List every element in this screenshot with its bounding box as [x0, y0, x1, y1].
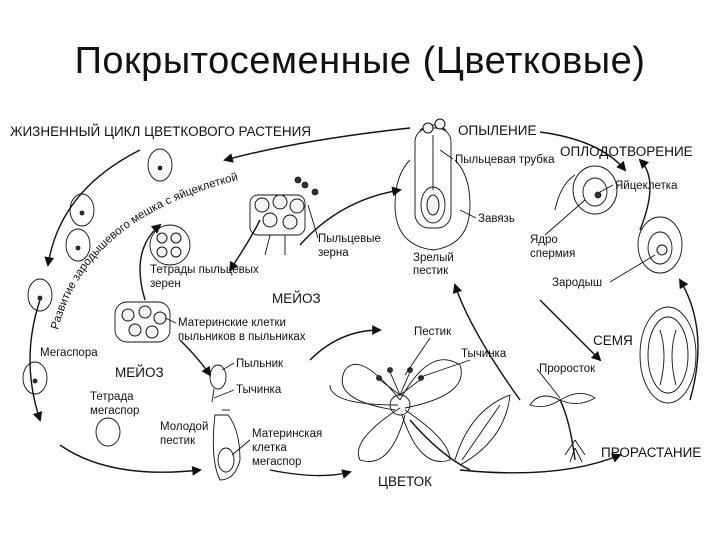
label-fertilization: ОПЛОДОТВОРЕНИЕ — [560, 144, 693, 159]
label-stamen: Тычинка — [236, 384, 282, 396]
fertilization-ovule-drawing — [554, 165, 618, 215]
label-pollen-grains-1: Пыльцевые — [318, 233, 381, 245]
young-pistil-drawing — [212, 409, 241, 481]
label-mother-cells-1: Материнские клетки — [178, 317, 286, 329]
label-megaspore-mother-3: мегаспор — [252, 456, 301, 468]
leader-lines — [164, 149, 656, 456]
label-young-pistil-1: Молодой — [160, 421, 208, 433]
label-stamen-top: Тычинка — [461, 348, 507, 360]
pollen-tetrads-drawing — [149, 224, 191, 266]
label-megaspore: Мегаспора — [40, 347, 98, 359]
label-sperm-nucleus-2: спермия — [530, 248, 575, 260]
embryo-ovule-drawing — [637, 216, 683, 274]
label-pistil: Пестик — [414, 326, 452, 338]
label-germination: ПРОРАСТАНИЕ — [601, 445, 701, 460]
label-pollen-tube: Пыльцевая трубка — [455, 154, 555, 166]
label-mature-pistil-1: Зрелый — [413, 252, 454, 264]
pollen-grains-drawing — [249, 176, 319, 256]
label-mother-cells-2: пыльников в пыльниках — [178, 331, 306, 343]
label-young-pistil-2: пестик — [160, 435, 196, 447]
pollen-mother-cells-drawing — [114, 301, 171, 343]
label-pollen-grains-2: зерна — [318, 247, 349, 259]
embryo-sac-ovules-drawing — [22, 148, 173, 447]
label-pollen-tetrads-2: зерен — [150, 278, 181, 290]
label-tetrad-megaspores-1: Тетрада — [90, 391, 134, 403]
label-seed: СЕМЯ — [593, 333, 633, 348]
sprout-drawing — [529, 393, 596, 463]
label-pollination: ОПЫЛЕНИЕ — [458, 123, 536, 138]
label-anther: Пыльник — [236, 358, 284, 370]
label-meiosis-1: МЕЙОЗ — [272, 291, 321, 306]
flower-drawing — [329, 359, 511, 471]
label-ovary: Завязь — [478, 213, 515, 225]
label-flower: ЦВЕТОК — [378, 474, 432, 489]
label-egg-cell: Яйцеклетка — [615, 180, 678, 192]
anther-drawing — [209, 364, 227, 403]
label-megaspore-mother-2: клетка — [252, 442, 287, 454]
cycle-heading: ЖИЗНЕННЫЙ ЦИКЛ ЦВЕТКОВОГО РАСТЕНИЯ — [10, 124, 311, 139]
label-embryo: Зародыш — [552, 277, 602, 289]
slide-title: Покрытосеменные (Цветковые) — [74, 40, 646, 82]
diagram-labels: ЖИЗНЕННЫЙ ЦИКЛ ЦВЕТКОВОГО РАСТЕНИЯ ОПЫЛЕ… — [10, 123, 701, 489]
label-mature-pistil-2: пестик — [413, 265, 449, 277]
seed-drawing — [639, 306, 697, 404]
cycle-arrows — [29, 127, 699, 479]
label-tetrad-megaspores-2: мегаспор — [90, 405, 139, 417]
label-megaspore-mother-1: Материнская — [252, 428, 322, 440]
label-pollen-tetrads-1: Тетрады пыльцевых — [150, 264, 259, 276]
label-sprout: Проросток — [539, 363, 596, 375]
label-sperm-nucleus-1: Ядро — [530, 234, 558, 246]
pistil-pollen-tube-drawing — [394, 118, 471, 251]
label-meiosis-2: МЕЙОЗ — [115, 365, 164, 380]
